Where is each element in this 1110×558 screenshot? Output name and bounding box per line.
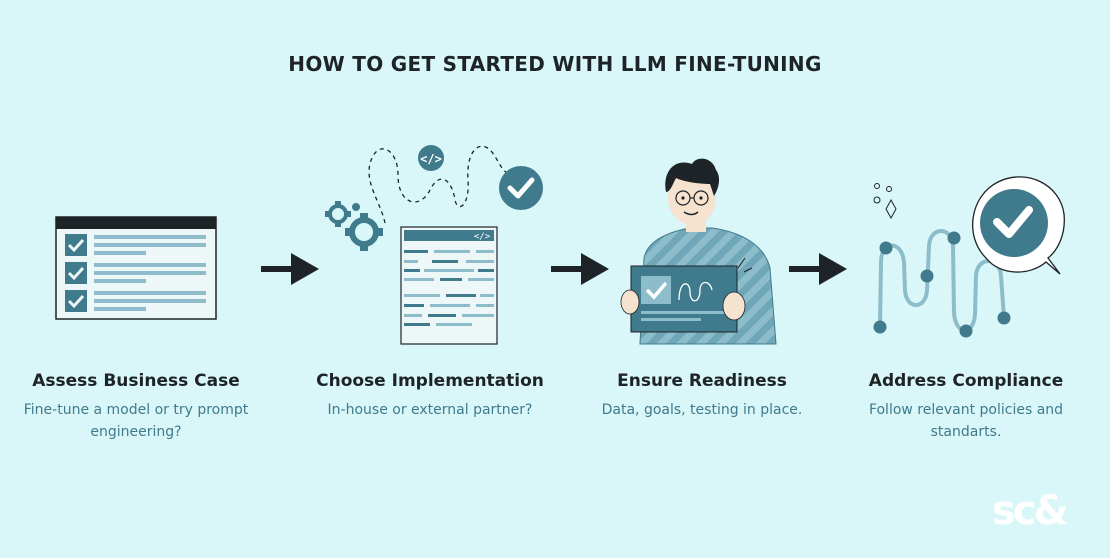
step-address-compliance: Address Compliance Follow relevant polic…: [836, 370, 1096, 443]
step-assess-business-case: Assess Business Case Fine-tune a model o…: [6, 370, 266, 443]
step-description: Follow relevant policies and standarts.: [868, 402, 1064, 440]
step-description: In-house or external partner?: [327, 402, 533, 418]
step-ensure-readiness: Ensure Readiness Data, goals, testing in…: [572, 370, 832, 421]
compliance-path-icon: [873, 176, 1065, 338]
checklist-window-icon: [55, 216, 217, 320]
step-description: Data, goals, testing in place.: [601, 402, 803, 418]
arrow-icon-1: [261, 253, 319, 285]
step-title: Choose Implementation: [316, 371, 544, 391]
page-title: HOW TO GET STARTED WITH LLM FINE-TUNING: [288, 52, 822, 76]
step-title: Ensure Readiness: [617, 371, 787, 391]
step-choose-implementation: Choose Implementation In-house or extern…: [300, 370, 560, 421]
arrow-icon-2: [551, 253, 609, 285]
code-tag-icon: </>: [420, 152, 442, 166]
person-with-tablet-illustration: [620, 158, 777, 345]
step-title: Address Compliance: [868, 371, 1064, 391]
brand-logo: sc&: [992, 488, 1068, 534]
code-tag-icon-small: </>: [474, 232, 491, 242]
gear-icon: [325, 201, 383, 251]
check-bubble-icon: [972, 176, 1065, 275]
step-title: Assess Business Case: [32, 371, 240, 391]
arrow-icon-3: [789, 253, 847, 285]
step-description: Fine-tune a model or try prompt engineer…: [23, 402, 249, 440]
code-workflow-icon: </> </>: [325, 145, 543, 345]
